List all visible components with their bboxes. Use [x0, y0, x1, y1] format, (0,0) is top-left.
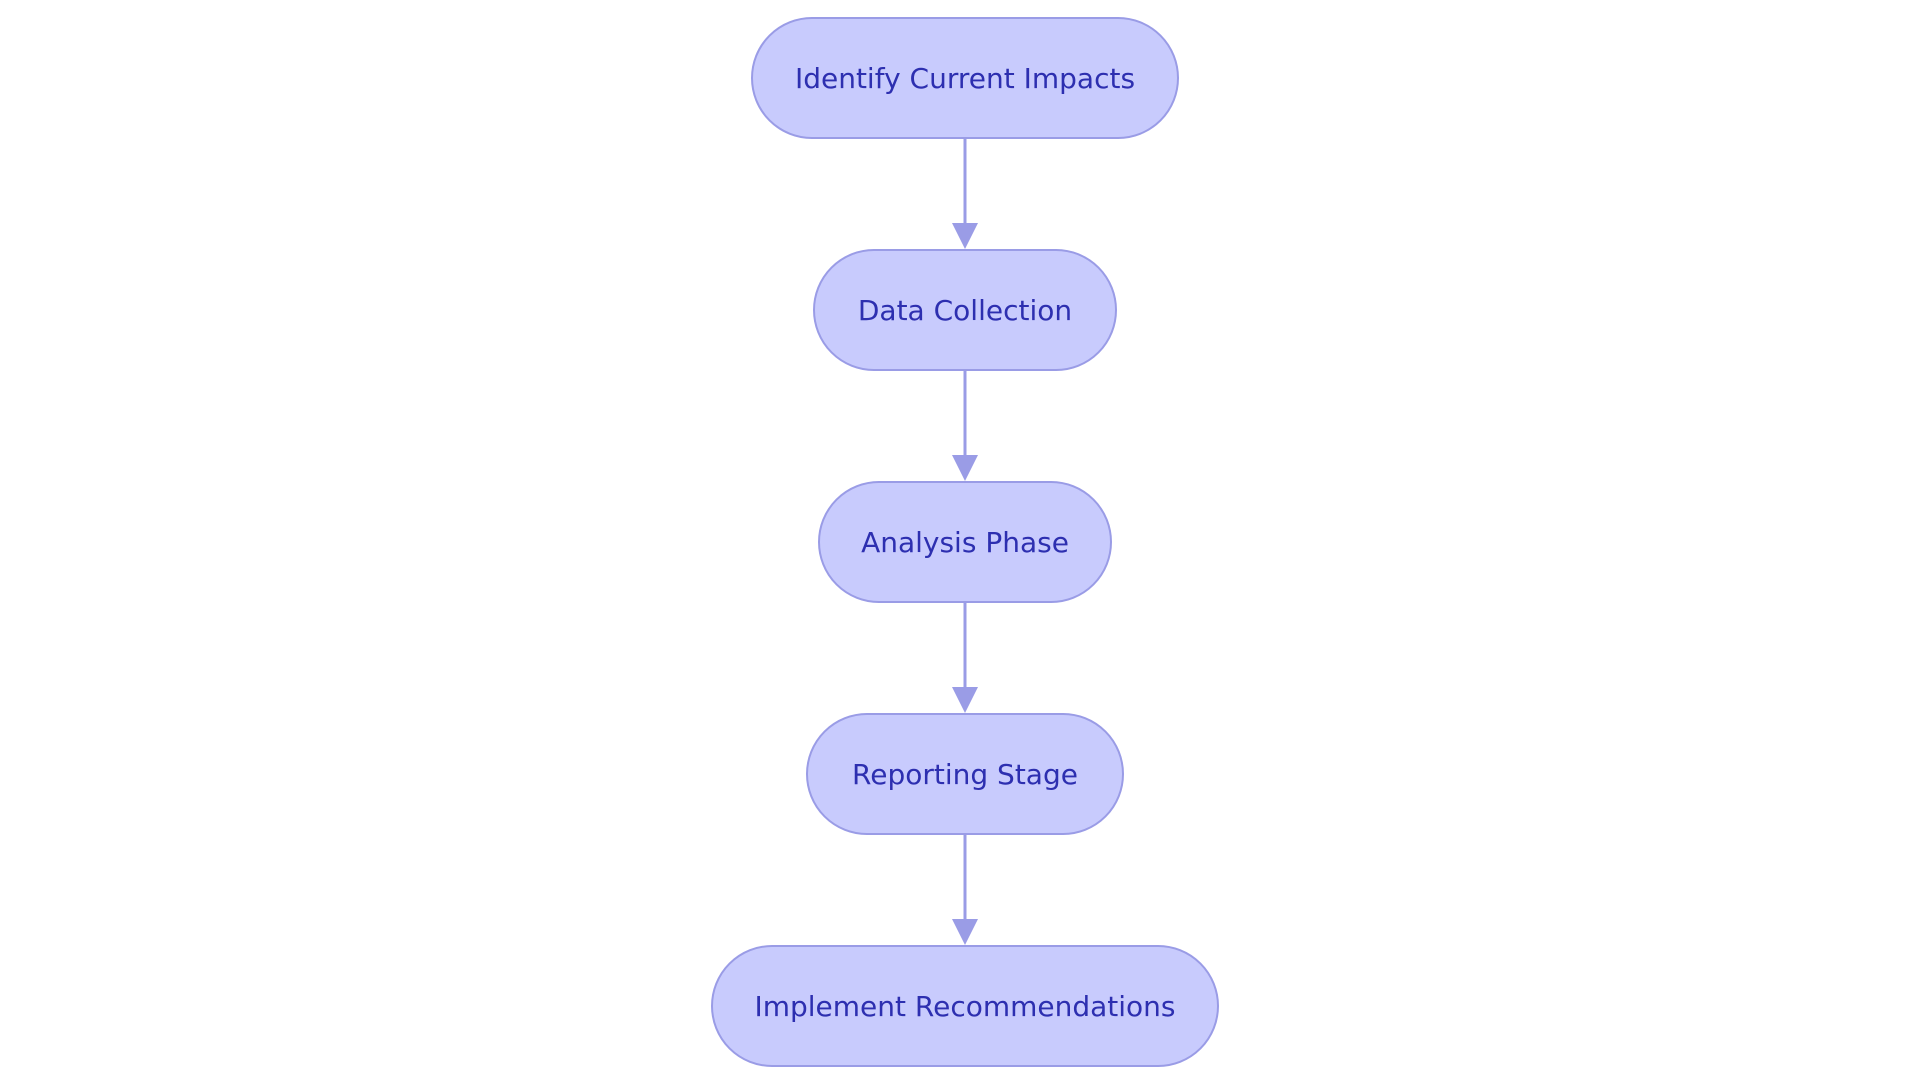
arrowhead-icon	[952, 687, 978, 713]
arrowhead-icon	[952, 455, 978, 481]
node-reporting-stage: Reporting Stage	[806, 713, 1124, 835]
node-label: Analysis Phase	[861, 525, 1069, 559]
arrowhead-icon	[952, 223, 978, 249]
arrowhead-icon	[952, 919, 978, 945]
edge-report-to-implement	[952, 835, 978, 945]
node-identify-current-impacts: Identify Current Impacts	[751, 17, 1179, 139]
node-label: Implement Recommendations	[754, 989, 1176, 1023]
node-label: Data Collection	[857, 293, 1073, 327]
node-analysis-phase: Analysis Phase	[818, 481, 1112, 603]
edge-collect-to-analyze	[952, 371, 978, 481]
edge-identify-to-collect	[952, 139, 978, 249]
node-label: Identify Current Impacts	[794, 61, 1136, 95]
node-label: Reporting Stage	[852, 757, 1078, 791]
node-implement-recommendations: Implement Recommendations	[711, 945, 1219, 1067]
edge-analyze-to-report	[952, 603, 978, 713]
node-data-collection: Data Collection	[813, 249, 1117, 371]
